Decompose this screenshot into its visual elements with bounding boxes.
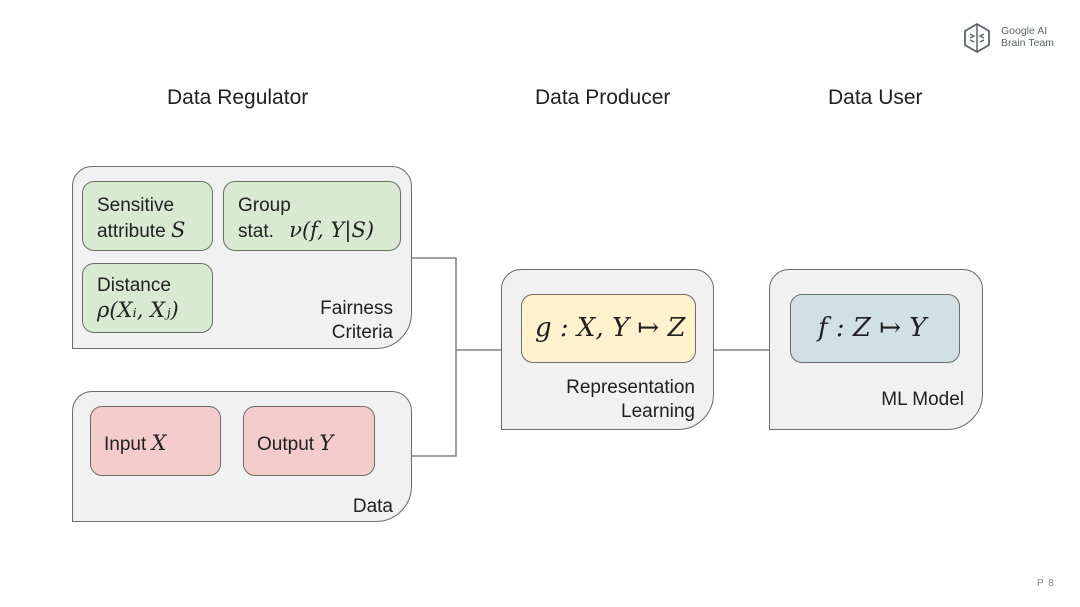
- sensitive-line1: Sensitive: [97, 195, 175, 216]
- model-formula: f : Z ↦ Y: [818, 313, 927, 343]
- distance-box: Distance ρ(Xᵢ, Xⱼ): [82, 263, 213, 333]
- ml-model-panel: f : Z ↦ Y ML Model: [769, 269, 983, 430]
- representation-learning-label: Representation Learning: [566, 376, 695, 424]
- group-line1: Group: [238, 195, 291, 216]
- distance-line1: Distance: [97, 275, 171, 296]
- fairness-label-line1: Fairness: [320, 298, 393, 319]
- brain-icon: [964, 22, 990, 54]
- sensitive-math-S: S: [170, 218, 186, 242]
- data-panel: Input X Output Y Data: [72, 391, 412, 522]
- data-regulator-title: Data Regulator: [167, 86, 309, 109]
- representation-label-line1: Representation: [566, 377, 695, 398]
- data-panel-label: Data: [352, 496, 393, 517]
- fairness-criteria-panel: Sensitive attribute S Group stat. ν(f, Y…: [72, 166, 412, 349]
- representation-label-line2: Learning: [621, 401, 695, 422]
- group-stat-box: Group stat. ν(f, Y|S): [223, 181, 401, 251]
- group-line2-text: stat.: [238, 221, 274, 242]
- model-formula-box: f : Z ↦ Y: [790, 294, 960, 363]
- group-stat-formula: ν(f, Y|S): [289, 218, 375, 242]
- data-producer-title: Data Producer: [535, 86, 671, 109]
- google-ai-brain-team-logo: Google AI Brain Team: [962, 22, 1072, 54]
- output-box: Output Y: [243, 406, 375, 476]
- encoder-formula-box: g : X, Y ↦ Z: [521, 294, 696, 363]
- sensitive-line2-text: attribute: [97, 221, 166, 242]
- distance-formula: ρ(Xᵢ, Xⱼ): [97, 298, 179, 322]
- output-math-Y: Y: [319, 431, 334, 455]
- encoder-formula: g : X, Y ↦ Z: [535, 313, 686, 343]
- ml-model-label: ML Model: [881, 389, 964, 410]
- regulator-bracket-line: [412, 257, 457, 457]
- data-user-title: Data User: [828, 86, 923, 109]
- sensitive-attribute-box: Sensitive attribute S: [82, 181, 213, 251]
- output-label: Output: [257, 434, 315, 455]
- representation-learning-panel: g : X, Y ↦ Z Representation Learning: [501, 269, 714, 430]
- fairness-criteria-label: Fairness Criteria: [320, 297, 393, 345]
- page-number: P 8: [1037, 578, 1055, 589]
- fairness-label-line2: Criteria: [331, 322, 393, 343]
- logo-line-1: Google AI: [1001, 25, 1048, 37]
- input-label: Input: [104, 434, 147, 455]
- input-math-X: X: [151, 431, 167, 455]
- logo-line-2: Brain Team: [1001, 37, 1054, 49]
- input-box: Input X: [90, 406, 221, 476]
